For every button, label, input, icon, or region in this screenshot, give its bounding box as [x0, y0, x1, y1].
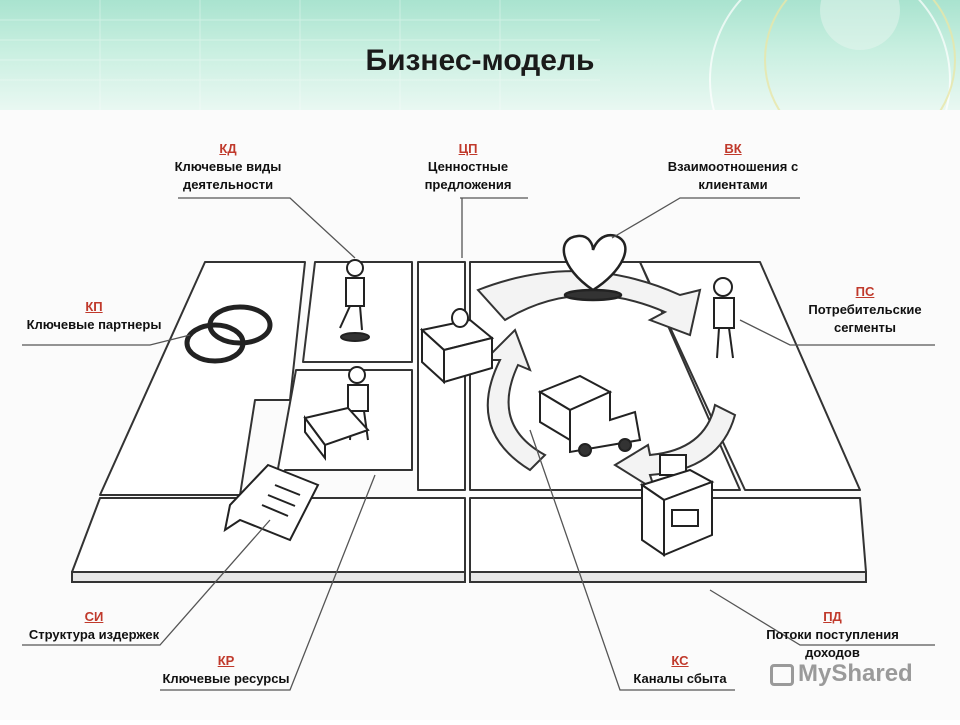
label-code: КС — [671, 653, 689, 668]
label-revenue-streams: ПД Потоки поступления доходов — [745, 608, 920, 662]
slide-header: Бизнес-модель — [0, 0, 960, 110]
label-name: Потребительские — [808, 302, 922, 317]
person-icon-segments — [713, 277, 735, 359]
tools-icon — [303, 406, 370, 461]
label-code: СИ — [84, 609, 104, 624]
label-name: предложения — [424, 177, 512, 192]
arrow-top — [476, 270, 702, 337]
label-name: клиентами — [698, 177, 768, 192]
label-code: ВК — [724, 141, 742, 156]
presentation-icon — [770, 663, 794, 686]
label-value-proposition: ЦП Ценностные предложения — [378, 140, 558, 194]
ring-icon — [184, 304, 273, 364]
gift-icon — [419, 308, 495, 385]
label-key-activities: КД Ключевые виды деятельности — [138, 140, 318, 194]
label-code: КП — [85, 299, 103, 314]
label-cost-structure: СИ Структура издержек — [14, 608, 174, 644]
label-key-partners: КП Ключевые партнеры — [14, 298, 174, 334]
label-code: КР — [217, 653, 235, 668]
label-name: Ключевые виды — [174, 159, 282, 174]
label-name: Каналы сбыта — [633, 671, 727, 686]
label-sales-channels: КС Каналы сбыта — [620, 652, 740, 688]
block-key-activities — [302, 261, 413, 363]
diagram-canvas: КД Ключевые виды деятельности ЦП Ценност… — [0, 110, 960, 720]
block-customer-segments — [639, 261, 861, 491]
arrow-right — [613, 403, 737, 493]
block-key-partners — [99, 261, 306, 496]
label-name: Ключевые ресурсы — [162, 671, 290, 686]
truck-icon — [537, 374, 642, 457]
arrow-left — [482, 328, 547, 472]
label-customer-relationships: ВК Взаимоотношения с клиентами — [633, 140, 833, 194]
label-name: деятельности — [182, 177, 274, 192]
label-name: доходов — [805, 645, 860, 660]
person-icon-resources — [347, 366, 369, 441]
label-name: Потоки поступления — [766, 627, 899, 642]
label-name: Структура издержек — [28, 627, 160, 642]
label-name: сегменты — [833, 320, 897, 335]
document-icon — [223, 463, 320, 542]
heart-icon — [562, 233, 627, 302]
label-name: Ценностные — [427, 159, 509, 174]
label-code: ПД — [823, 609, 842, 624]
cash-register-icon — [639, 454, 715, 557]
business-model-canvas-sketch — [22, 197, 935, 691]
person-icon-activities — [339, 259, 370, 342]
label-name: Взаимоотношения с — [667, 159, 799, 174]
label-code: КД — [219, 141, 237, 156]
label-code: ЦП — [458, 141, 478, 156]
label-key-resources: КР Ключевые ресурсы — [146, 652, 306, 688]
label-name: Ключевые партнеры — [26, 317, 162, 332]
label-customer-segments: ПС Потребительские сегменты — [790, 283, 940, 337]
slide-title: Бизнес-модель — [365, 44, 595, 77]
watermark: MyShared — [770, 660, 913, 688]
header-decoration — [0, 0, 956, 110]
watermark-text: MyShared — [798, 660, 913, 687]
label-code: ПС — [855, 284, 875, 299]
